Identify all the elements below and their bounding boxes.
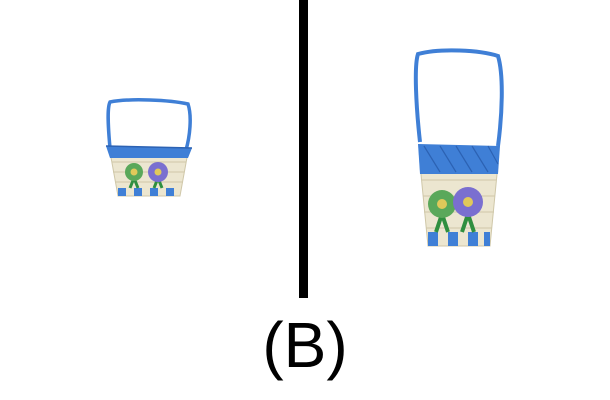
basket-small [100,96,200,202]
panel-label: (B) [262,309,348,381]
divider-bar [299,0,308,298]
basket-large [410,46,510,252]
flower-basket-icon [105,98,193,197]
flower-basket-icon [413,48,504,247]
